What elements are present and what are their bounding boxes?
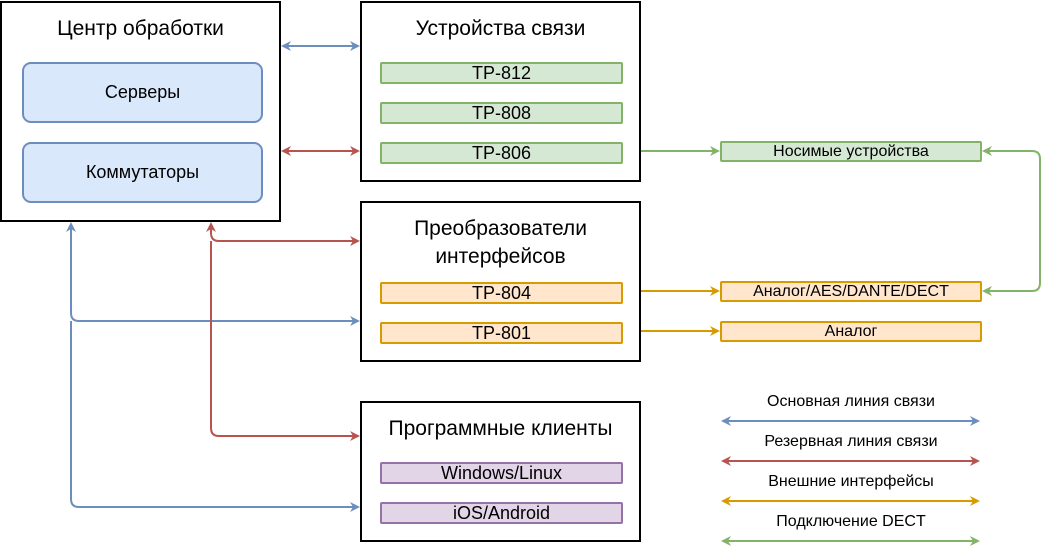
legend-primary-label: Основная линия связи xyxy=(767,393,935,410)
servers-label: Серверы xyxy=(104,82,181,102)
link-wearables-dect xyxy=(982,146,1041,296)
legend-backup-label: Резервная линия связи xyxy=(764,433,938,450)
processing-center-title: Центр обработки xyxy=(57,17,224,40)
link-center-clients-primary xyxy=(70,321,360,512)
analog-aes-dante-dect-block: Аналог/AES/DANTE/DECT xyxy=(720,281,982,302)
converters-box: Преобразователи интерфейсов TP-804 TP-80… xyxy=(360,201,641,362)
link-center-converters-backup xyxy=(206,222,360,246)
converter-tp804: TP-804 xyxy=(380,282,623,304)
device-tp808: TP-808 xyxy=(380,102,623,124)
legend-dect-label: Подключение DECT xyxy=(776,513,926,530)
converters-title-line2: интерфейсов xyxy=(435,245,566,268)
converter-tp801: TP-801 xyxy=(380,322,623,344)
comm-devices-box: Устройства связи TP-812 TP-808 TP-806 xyxy=(360,1,641,182)
software-clients-box: Программные клиенты Windows/Linux iOS/An… xyxy=(360,401,641,542)
switches-label: Коммутаторы xyxy=(85,162,200,182)
client-ios-android: iOS/Android xyxy=(380,502,623,524)
device-tp812: TP-812 xyxy=(380,62,623,84)
wearables-block: Носимые устройства xyxy=(720,141,982,162)
analog-block: Аналог xyxy=(720,321,982,342)
link-center-clients-backup xyxy=(210,241,360,441)
converters-title-line1: Преобразователи xyxy=(414,217,587,240)
device-tp806: TP-806 xyxy=(380,142,623,164)
comm-devices-title: Устройства связи xyxy=(415,17,586,40)
legend-external-label: Внешние интерфейсы xyxy=(768,473,934,490)
switches-block: Коммутаторы xyxy=(22,142,263,203)
software-clients-title: Программные клиенты xyxy=(388,417,613,440)
servers-block: Серверы xyxy=(22,62,263,123)
processing-center-box: Центр обработки Серверы Коммутаторы xyxy=(0,1,281,222)
link-center-converters-primary xyxy=(66,222,360,326)
client-windows-linux: Windows/Linux xyxy=(380,462,623,484)
